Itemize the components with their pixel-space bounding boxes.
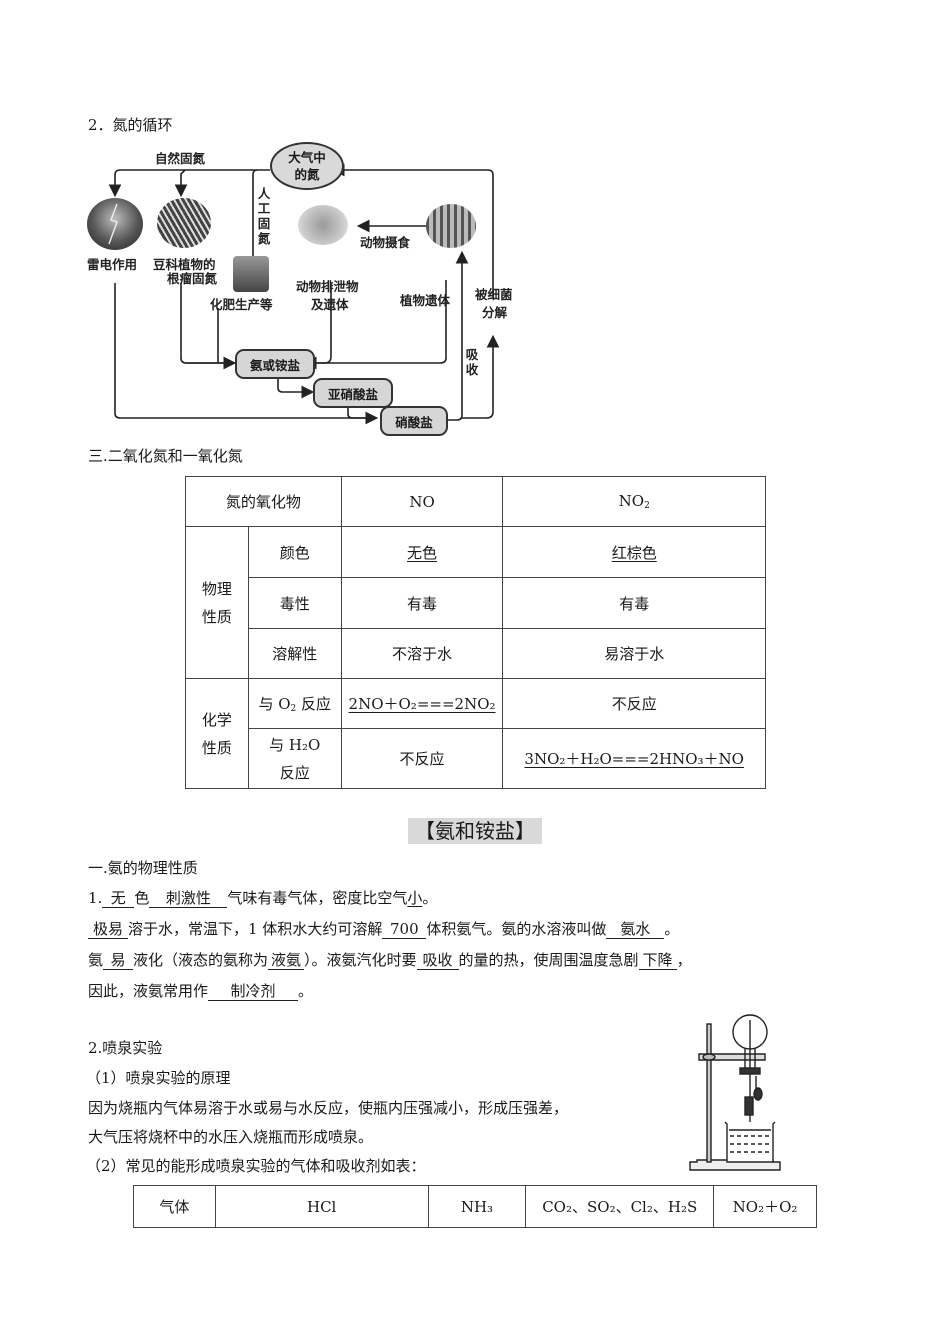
subsection-title-physical: 一.氨的物理性质 [88,859,198,877]
nitrogen-oxides-table: 氮的氧化物 NO NO2 物理 性质 颜色 无色 红棕色 毒性 有毒 有毒 溶解… [185,476,766,789]
legume-label-line1: 豆科植物的 [153,257,216,272]
header-no: NO [340,476,504,527]
no-react-h2o: 不反应 [340,728,504,789]
blank-10: 下降 [638,951,677,970]
gas-hcl: HCl [214,1185,429,1228]
no-react-o2: 2NO＋O₂===2NO₂ [340,678,504,729]
ammonia-line-4: 因此，液氨常用作制冷剂。 [88,982,314,1001]
no2-react-h2o: 3NO₂＋H₂O===2HNO₃＋NO [502,728,766,789]
ammonia-line-3: 氨易液化（液态的氨称为液氨）。液氨汽化时要吸收的量的热，使周围温度急剧下降， [88,951,692,970]
subsection-title-fountain: 2.喷泉实验 [88,1039,163,1057]
natural-fixation-label: 自然固氮 [155,151,206,166]
blank-5: 700 [382,920,427,939]
fountain-apparatus-icon [689,1014,781,1171]
prop-solubility: 溶解性 [247,628,342,679]
gas-acidic: CO₂、SO₂、Cl₂、H₂S [525,1185,715,1228]
blank-1: 无 [102,889,135,908]
blank-4: 极易 [88,920,128,939]
animal-feeding-label: 动物摄食 [360,235,411,250]
fountain-principle-line2: 大气压将烧杯中的水压入烧瓶而形成喷泉。 [88,1128,374,1146]
section-heading-ammonia: 【氨和铵盐】 [408,818,542,844]
absorb-label: 吸收 [465,347,479,377]
fertilizer-label: 化肥生产等 [210,297,273,312]
blank-9: 吸收 [416,951,459,970]
no2-react-o2: 不反应 [502,678,766,729]
section-title-oxides: 三.二氧化氮和一氧化氮 [88,447,243,465]
prop-toxicity: 毒性 [247,577,342,629]
blank-2: 刺激性 [149,889,228,908]
header-oxides: 氮的氧化物 [185,476,342,527]
blank-7: 易 [103,951,134,970]
bacteria-label-line1: 被细菌 [475,287,513,302]
fountain-gases-title: （2）常见的能形成喷泉实验的气体和吸收剂如表： [86,1157,426,1175]
header-no2: NO2 [502,476,766,527]
nitrogen-cycle-diagram: 大气中 的氮 自然固氮 人工固氮 雷电作用 豆科植物的 根瘤固氮 化肥生产等 动… [85,138,530,438]
atmosphere-nitrogen-node: 大气中 的氮 [270,142,344,190]
forest-photo-icon [426,204,476,248]
table-row: 物理 性质 颜色 无色 红棕色 [185,526,766,679]
table-header-row: 氮的氧化物 NO NO2 [185,476,766,527]
ammonia-line-1: 1.无色刺激性气味有毒气体，密度比空气小。 [88,889,438,908]
blank-11: 制冷剂 [208,982,299,1001]
diagram-arrows [108,163,500,425]
blank-8: 液氨 [268,951,305,970]
prop-react-o2: 与 O2 反应 [247,678,342,729]
plant-remains-label: 植物遗体 [400,293,451,308]
blank-3: 小 [407,889,423,907]
no2-color: 红棕色 [502,526,766,578]
artificial-fixation-label: 人工固氮 [257,186,271,246]
no-color: 无色 [340,526,504,578]
animal-waste-label-line2: 及遗体 [311,297,349,312]
ammonia-salt-box: 氨或铵盐 [235,349,315,379]
table-row: 化学 性质 与 O2 反应 2NO＋O₂===2NO₂ 不反应 [185,678,766,789]
fountain-principle-title: （1）喷泉实验的原理 [86,1069,231,1087]
gas-no2-o2: NO₂＋O₂ [713,1185,817,1228]
fountain-principle-line1: 因为烧瓶内气体易溶于水或易与水反应，使瓶内压强减小，形成压强差， [88,1099,569,1117]
nitrate-box: 硝酸盐 [380,406,448,436]
bacteria-label-line2: 分解 [482,305,508,320]
legume-label-line2: 根瘤固氮 [167,271,218,286]
table-row: 气体 HCl NH₃ CO₂、SO₂、Cl₂、H₂S NO₂＋O₂ [133,1185,817,1228]
fountain-gases-table: 气体 HCl NH₃ CO₂、SO₂、Cl₂、H₂S NO₂＋O₂ [133,1185,817,1228]
lightning-label: 雷电作用 [87,257,138,272]
chemical-properties-group: 化学 性质 [185,678,249,789]
section-title-nitrogen-cycle: 2．氮的循环 [88,116,173,134]
lightning-photo-icon [87,198,143,250]
blank-6: 氨水 [606,920,665,939]
no-toxicity: 有毒 [340,577,504,629]
cattle-photo-icon [298,205,348,245]
gas-label: 气体 [133,1185,216,1228]
no-solubility: 不溶于水 [340,628,504,679]
no2-toxicity: 有毒 [502,577,766,629]
factory-photo-icon [233,256,269,292]
root-nodule-photo-icon [157,198,211,248]
no2-solubility: 易溶于水 [502,628,766,679]
gas-nh3: NH₃ [427,1185,527,1228]
nitrite-box: 亚硝酸盐 [313,378,393,408]
prop-color: 颜色 [247,526,342,578]
table-row: 毒性 有毒 有毒 [186,577,766,629]
physical-properties-group: 物理 性质 [185,526,249,679]
animal-waste-label-line1: 动物排泄物 [296,279,359,294]
table-row: 溶解性 不溶于水 易溶于水 [186,628,766,679]
